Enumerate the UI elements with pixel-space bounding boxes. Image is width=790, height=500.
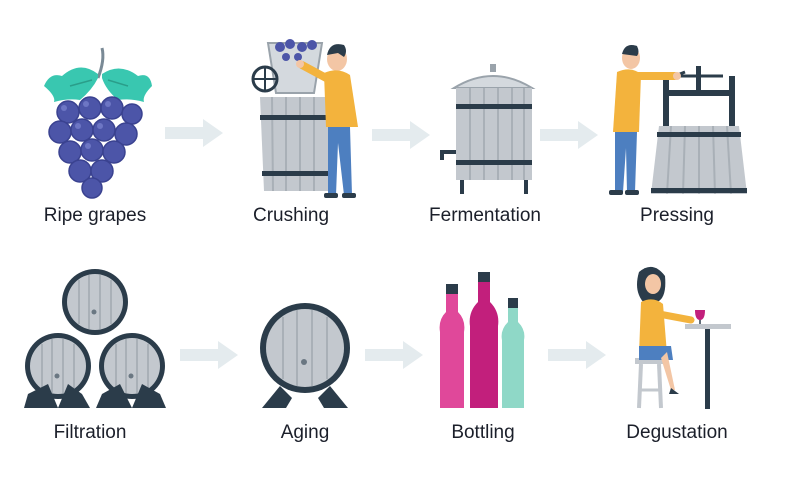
bottles-icon	[439, 272, 525, 408]
step-label: Fermentation	[429, 205, 541, 226]
barrels-stack-icon	[24, 268, 166, 408]
step-filtration: Filtration	[10, 262, 180, 462]
step-ripe-grapes: Ripe grapes	[10, 40, 180, 240]
step-crushing: Crushing	[210, 35, 380, 240]
barrel-icon	[260, 303, 350, 408]
step-label: Bottling	[451, 422, 515, 443]
step-label: Pressing	[640, 205, 714, 226]
step-label: Degustation	[626, 422, 728, 443]
step-pressing: Pressing	[595, 40, 775, 240]
fermentation-tank-icon	[440, 64, 536, 194]
arrow-right-icon	[180, 341, 238, 369]
grapes-icon	[44, 47, 152, 199]
tasting-icon	[635, 266, 731, 409]
crushing-icon	[251, 39, 358, 198]
step-label: Aging	[280, 422, 330, 443]
step-degustation: Degustation	[595, 262, 775, 462]
arrow-right-icon	[548, 341, 606, 369]
wine-press-icon	[609, 45, 747, 195]
arrow-right-icon	[540, 121, 598, 149]
step-label: Ripe grapes	[43, 205, 147, 226]
step-label: Filtration	[53, 422, 127, 443]
arrow-right-icon	[365, 341, 423, 369]
arrow-right-icon	[372, 121, 430, 149]
step-aging: Aging	[220, 300, 390, 462]
step-bottling: Bottling	[400, 268, 570, 462]
arrow-right-icon	[165, 119, 223, 147]
step-fermentation: Fermentation	[400, 60, 570, 240]
step-label: Crushing	[252, 205, 330, 226]
